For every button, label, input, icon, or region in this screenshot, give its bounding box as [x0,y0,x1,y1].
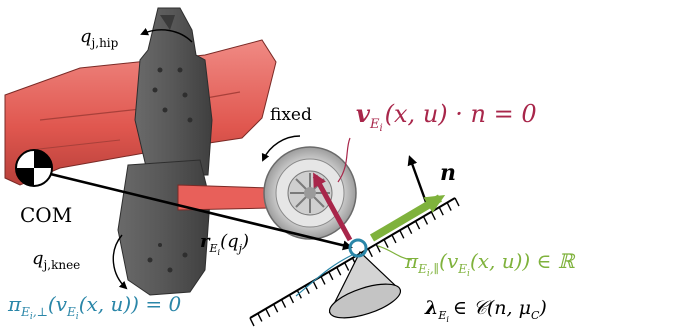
label-fixed: fixed [270,105,312,125]
ground-hatch-mark [265,308,271,318]
ground-hatch-mark [391,234,397,244]
ground-hatch-mark [249,317,255,327]
ground-hatch-mark [312,280,318,290]
ground-hatch-mark [375,243,381,253]
label-pi-perpendicular: πEi,⊥(vEi(x, u)) = 0 [7,292,181,322]
ground-hatch-mark [367,248,373,258]
ground-hatch-mark [280,299,287,308]
velocity-arrow [312,172,353,242]
label-r-contact: rEi(qj) [200,231,249,257]
ground-hatch-mark [407,225,413,235]
label-q-hip: qj,hip [80,26,119,50]
parallel-velocity-arrow [369,194,446,242]
ground-hatch-mark [328,271,334,281]
ground-hatch-mark [454,197,460,207]
friction-cone-icon [328,251,402,319]
contact-point [348,238,368,258]
label-com: COM [20,203,72,227]
ground-hatch-mark [446,202,452,211]
normal-vector [407,155,429,206]
robot-thigh [134,7,213,176]
hip-rotation-arrow-icon [140,27,193,43]
label-lambda-cone: λEi∈ 𝒞(n, μC) [424,297,547,324]
label-velocity-constraint: vEi(x, u) · n = 0 [356,99,537,134]
com-checkered-circle-icon [15,149,53,187]
knee-rotation-arrow-icon [112,234,128,290]
label-n: n [440,160,456,186]
velocity-leader [337,137,351,183]
ground-hatch-mark [320,276,326,285]
fixed-rotation-arrow-icon [261,135,301,162]
ground-hatch-mark [273,303,279,313]
ground-hatch-mark [430,211,436,221]
perpendicular-leader [295,254,353,297]
parallel-leader [377,245,413,261]
label-pi-parallel: πEi,∥(vEi(x, u)) ∈ ℝ [404,249,576,279]
ground-hatch-mark [438,206,444,216]
ground-hatch-mark [383,239,389,248]
ground-hatch-mark [257,313,263,322]
ground-hatch-mark [336,266,342,276]
ground-hatch-mark [414,220,421,230]
ground-hatch-mark [288,294,295,304]
label-q-knee: qj,knee [32,248,80,272]
ground-hatch-mark [422,216,429,225]
ground-hatch-mark [296,289,302,299]
wheel-axle [177,184,271,211]
com-to-contact-vector [33,168,353,251]
ground-hatch-mark [343,262,350,271]
robot-shin [117,159,211,296]
ground-hatch-mark [399,229,405,239]
